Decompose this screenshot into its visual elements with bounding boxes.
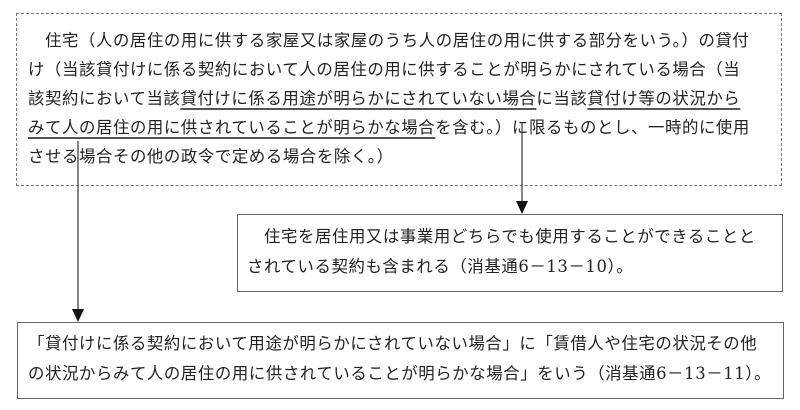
arrow-to-mixed-use-note — [516, 123, 528, 214]
statute-line-4: みて人の居住の用に供されていることが明らかな場合を含む。）に限るものとし、一時的… — [28, 115, 750, 141]
note-definition-line-1: 「貸付けに係る契約において用途が明らかにされていない場合」に「賃借人や住宅の状況… — [28, 334, 758, 353]
text-segment: 住宅（人の居住の用に供する家屋又は家屋のうち人の居住の用に供する部分をいう。）の… — [28, 31, 750, 50]
underlined-phrase: みて人の居住の用に供されていることが明らかな場合 — [28, 118, 436, 137]
note-mixed-use-line-1: 住宅を居住用又は事業用どちらでも使用することができることと — [247, 227, 756, 246]
arrow-to-definition-note — [72, 141, 84, 322]
statute-line-5: させる場合その他の政令で定める場合を除く。） — [28, 144, 394, 170]
note-mixed-use-line-2: されている契約も含まれる（消基通6－13－10）。 — [247, 257, 634, 276]
statute-line-2: け（当該貸付けに係る契約において人の居住の用に供することが明らかにされている場合… — [28, 57, 740, 83]
text-segment: け（当該貸付けに係る契約において人の居住の用に供することが明らかにされている場合… — [28, 60, 741, 79]
text-segment: 該契約において当該 — [28, 89, 181, 108]
statute-text-box — [16, 13, 782, 186]
underlined-phrase: 貸付け等の状況から — [587, 89, 741, 108]
text-segment: に当該 — [536, 89, 588, 108]
note-definition-line-2: の状況からみて人の居住の用に供されていることが明らかな場合」をいう（消基通6－1… — [28, 364, 772, 383]
statute-line-3: 該契約において当該貸付けに係る用途が明らかにされていない場合に当該貸付け等の状況… — [28, 86, 740, 112]
underlined-phrase: 貸付けに係る用途が明らかにされていない場合 — [180, 89, 537, 108]
text-segment: させる場合その他の政令で定める場合を除く。） — [28, 147, 394, 166]
statute-line-1: 住宅（人の居住の用に供する家屋又は家屋のうち人の居住の用に供する部分をいう。）の… — [28, 28, 749, 54]
note-box-definition — [17, 322, 784, 399]
note-box-mixed-use — [237, 214, 783, 292]
text-segment: を含む。）に限るものとし、一時的に使用 — [435, 118, 750, 137]
